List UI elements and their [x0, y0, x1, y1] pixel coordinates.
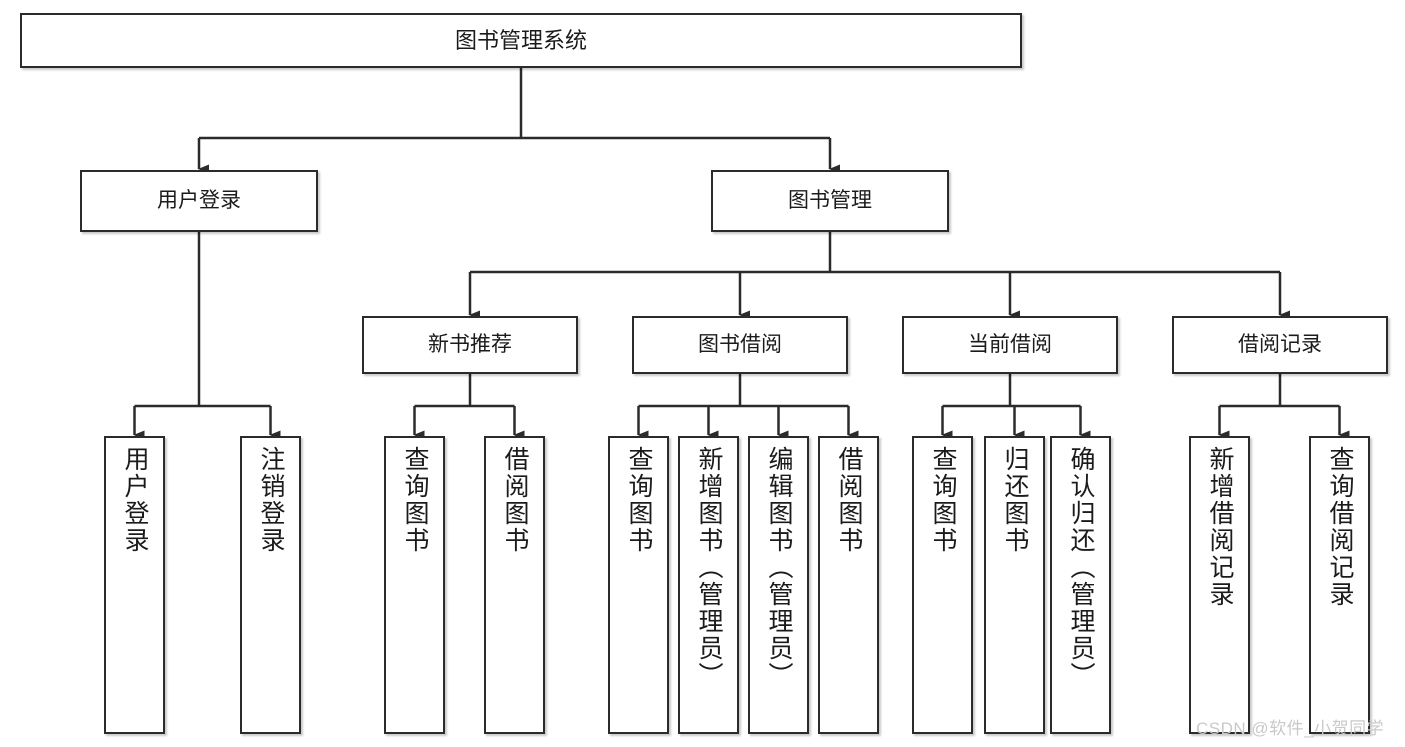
node-label: 新增图书（管理员）	[695, 446, 723, 689]
node-leaf-return[interactable]: 归还图书	[984, 436, 1045, 734]
node-label: 查询图书	[625, 446, 653, 554]
node-leaf-user-login[interactable]: 用户登录	[104, 436, 165, 734]
node-label: 用户登录	[121, 446, 149, 554]
node-book-borrow[interactable]: 图书借阅	[632, 316, 848, 374]
node-leaf-add-book[interactable]: 新增图书（管理员）	[678, 436, 739, 734]
node-leaf-q-book-1[interactable]: 查询图书	[384, 436, 445, 734]
node-leaf-edit-book[interactable]: 编辑图书（管理员）	[748, 436, 809, 734]
node-book-manage[interactable]: 图书管理	[711, 170, 949, 232]
node-new-book-rec[interactable]: 新书推荐	[362, 316, 578, 374]
node-label: 借阅图书	[835, 446, 863, 554]
node-label: 新书推荐	[428, 332, 512, 356]
node-label: 查询图书	[929, 446, 957, 554]
node-leaf-add-rec[interactable]: 新增借阅记录	[1189, 436, 1250, 734]
node-label: 当前借阅	[968, 332, 1052, 356]
node-label: 图书管理系统	[454, 27, 587, 53]
node-label: 注销登录	[257, 446, 285, 554]
node-label: 借阅记录	[1238, 332, 1322, 356]
connector-lines	[133, 68, 1350, 440]
node-label: 新增借阅记录	[1206, 446, 1234, 608]
node-leaf-logout[interactable]: 注销登录	[240, 436, 301, 734]
node-label: 图书借阅	[698, 332, 782, 356]
node-label: 图书管理	[788, 188, 872, 212]
node-leaf-q-book-2[interactable]: 查询图书	[608, 436, 669, 734]
node-leaf-borrow-2[interactable]: 借阅图书	[818, 436, 879, 734]
node-label: 用户登录	[157, 188, 241, 212]
node-root[interactable]: 图书管理系统	[20, 13, 1022, 68]
node-leaf-q-book-3[interactable]: 查询图书	[912, 436, 973, 734]
node-leaf-q-rec[interactable]: 查询借阅记录	[1309, 436, 1370, 734]
node-leaf-borrow-1[interactable]: 借阅图书	[484, 436, 545, 734]
node-label: 借阅图书	[501, 446, 529, 554]
node-label: 确认归还（管理员）	[1067, 446, 1095, 689]
node-label: 归还图书	[1001, 446, 1029, 554]
node-user-login[interactable]: 用户登录	[80, 170, 318, 232]
node-label: 查询借阅记录	[1326, 446, 1354, 608]
node-label: 编辑图书（管理员）	[765, 446, 793, 689]
node-current-borrow[interactable]: 当前借阅	[902, 316, 1118, 374]
node-label: 查询图书	[401, 446, 429, 554]
node-leaf-confirm[interactable]: 确认归还（管理员）	[1050, 436, 1111, 734]
node-borrow-record[interactable]: 借阅记录	[1172, 316, 1388, 374]
